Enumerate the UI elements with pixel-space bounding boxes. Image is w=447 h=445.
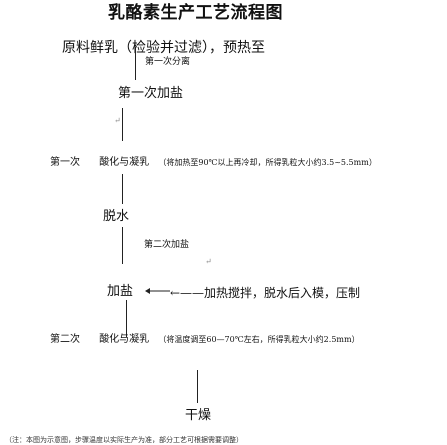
step2-label: 第二次: [50, 334, 80, 345]
connector-line-4: [122, 227, 123, 264]
salting-note: ←——加热搅拌，脱水后入模，压制: [170, 286, 361, 300]
step-second-acidification: 第二次 酸化与凝乳 （将温度调至60—70℃左右，所得乳粒大小约2.5mm）: [50, 335, 360, 345]
step-salting: 加盐: [107, 284, 134, 299]
connector-line-3: [122, 174, 123, 204]
step1-operation: 酸化与凝乳: [99, 157, 150, 168]
step2-operation: 酸化与凝乳: [99, 334, 150, 345]
step-second-salt: 第二次加盐: [144, 240, 190, 250]
connector-line-6: [197, 370, 198, 403]
footer-note: （注：本图为示意图，步骤温度以实际生产为准，部分工艺可根据需要调整）: [5, 436, 243, 444]
paragraph-mark: ↵: [205, 257, 212, 266]
page-title: 乳酪素生产工艺流程图: [108, 3, 283, 23]
paragraph-mark: ↵: [114, 116, 121, 125]
step-first-acidification: 第一次 酸化与凝乳 （将加热至90℃以上再冷却，所得乳粒大小约3.5~5.5mm…: [50, 158, 377, 168]
step2-detail: （将温度调至60—70℃左右，所得乳粒大小约2.5mm）: [158, 335, 360, 344]
connector-line-5: [126, 300, 127, 337]
step-dehydrate: 脱水: [103, 209, 130, 224]
step-first-salt: 第一次加盐: [118, 86, 184, 101]
left-arrow-icon: [145, 288, 170, 294]
step-final-dry: 干燥: [185, 408, 212, 423]
step1-detail: （将加热至90℃以上再冷却，所得乳粒大小约3.5~5.5mm）: [158, 158, 377, 167]
step-first-separation: 第一次分离: [145, 57, 191, 67]
step1-label: 第一次: [50, 157, 80, 168]
connector-line-2: [122, 108, 123, 141]
connector-line-1: [135, 47, 136, 80]
intro-line: 原料鲜乳（检验并过滤），预热至: [62, 40, 265, 56]
